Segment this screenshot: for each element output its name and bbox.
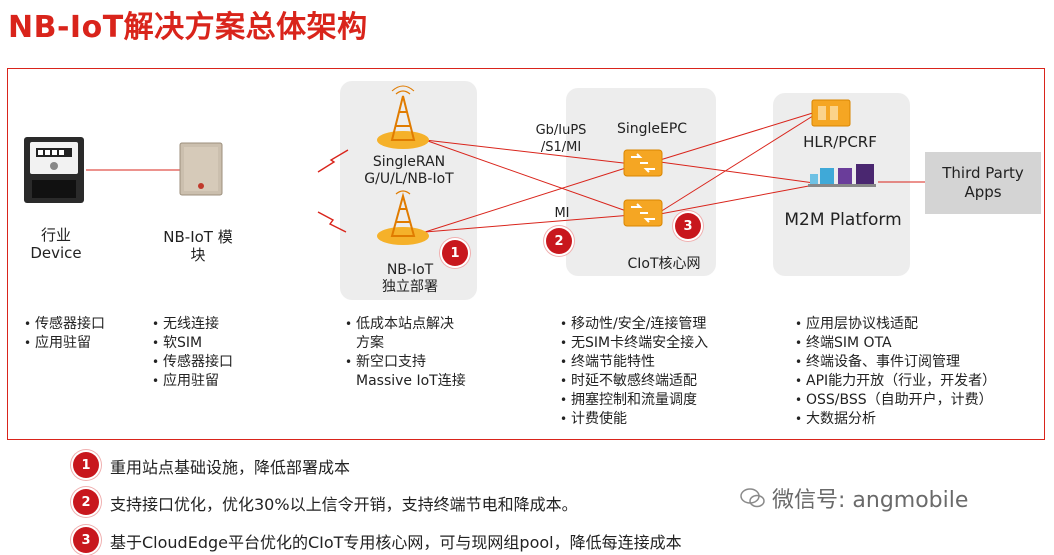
wechat-icon <box>740 488 765 508</box>
module-chip-icon <box>179 142 223 196</box>
singleran-label: SingleRAN G/U/L/NB-IoT <box>345 154 473 188</box>
list-item: Massive IoT连接 <box>356 373 466 389</box>
singleran-label-line2: G/U/L/NB-IoT <box>364 171 454 187</box>
list-item: 终端节能特性 <box>560 353 708 372</box>
singleepc-node-icon <box>623 149 663 177</box>
list-item: 无线连接 <box>152 315 233 334</box>
nbiot-standalone-label: NB-IoT 独立部署 <box>355 262 465 296</box>
nbiot-tower-icon <box>377 190 429 245</box>
device-label-en: Device <box>30 244 82 262</box>
note-badge-3: 3 <box>73 527 99 553</box>
list-item: 传感器接口 <box>152 353 233 372</box>
list-item: 无SIM卡终端安全接入 <box>560 334 708 353</box>
list-item: 应用驻留 <box>24 334 105 353</box>
nbiot-label-line2: 独立部署 <box>382 279 438 295</box>
architecture-frame <box>7 68 1045 440</box>
device-label-cn: 行业 <box>40 226 71 244</box>
interface-gb-line2: /S1/MI <box>540 140 582 155</box>
list-item: 应用层协议栈适配 <box>795 315 996 334</box>
epc-bullets: 移动性/安全/连接管理 无SIM卡终端安全接入 终端节能特性 时延不敏感终端适配… <box>560 315 708 429</box>
list-item: 终端设备、事件订阅管理 <box>795 353 996 372</box>
singleepc-label: SingleEPC <box>616 121 688 137</box>
m2m-servers-icon <box>808 164 876 187</box>
list-item: 传感器接口 <box>24 315 105 334</box>
device-label: 行业 Device <box>20 226 92 262</box>
badge-2: 2 <box>546 228 572 254</box>
third-party-line1: Third Party <box>942 164 1024 182</box>
third-party-apps-box: Third Party Apps <box>925 152 1041 214</box>
note-badge-2: 2 <box>73 489 99 515</box>
module-bullets: 无线连接 软SIM 传感器接口 应用驻留 <box>152 315 233 391</box>
interface-gb-line1: Gb/IuPS <box>535 123 587 138</box>
list-item: 移动性/安全/连接管理 <box>560 315 708 334</box>
note-2: 支持接口优化，优化30%以上信令开销，支持终端节电和降成本。 <box>110 495 578 514</box>
list-item: 拥塞控制和流量调度 <box>560 391 708 410</box>
badge-3: 3 <box>675 213 701 239</box>
note-badge-1: 1 <box>73 452 99 478</box>
watermark-text: 微信号: angmobile <box>772 488 969 513</box>
list-item: 应用驻留 <box>152 372 233 391</box>
list-item: 大数据分析 <box>795 410 996 429</box>
platform-bullets: 应用层协议栈适配 终端SIM OTA 终端设备、事件订阅管理 API能力开放（行… <box>795 315 996 429</box>
list-item: 新空口支持 <box>345 353 466 372</box>
list-item: 计费使能 <box>560 410 708 429</box>
ran-bullets: 低成本站点解决 方案 新空口支持 Massive IoT连接 <box>345 315 466 391</box>
third-party-line2: Apps <box>964 183 1002 201</box>
meter-device-icon <box>24 137 84 203</box>
module-label-line1: NB-IoT 模 <box>163 228 233 246</box>
watermark: 微信号: angmobile <box>740 482 968 514</box>
hlr-pcrf-label: HLR/PCRF <box>803 133 877 151</box>
list-item: 方案 <box>356 335 384 351</box>
m2m-platform-label: M2M Platform <box>784 210 902 230</box>
ciot-label: CIoT核心网 <box>627 256 701 272</box>
module-label-line2: 块 <box>190 246 206 264</box>
ciot-node-icon <box>623 199 663 227</box>
nbiot-label-line1: NB-IoT <box>386 262 434 278</box>
badge-1: 1 <box>442 240 468 266</box>
list-item: 时延不敏感终端适配 <box>560 372 708 391</box>
page-title: NB-IoT解决方案总体架构 <box>8 10 368 45</box>
list-item: 终端SIM OTA <box>795 334 996 353</box>
list-item: OSS/BSS（自助开户，计费） <box>795 391 996 410</box>
list-item: 低成本站点解决 <box>345 315 466 334</box>
epc-panel <box>566 88 716 276</box>
singleran-tower-icon <box>377 85 429 149</box>
list-item: 软SIM <box>152 334 233 353</box>
note-3: 基于CloudEdge平台优化的CIoT专用核心网，可与现网组pool，降低每连… <box>110 533 682 552</box>
module-label: NB-IoT 模 块 <box>152 228 244 264</box>
device-bullets: 传感器接口 应用驻留 <box>24 315 105 353</box>
wireless-link-icon <box>317 149 349 233</box>
list-item: API能力开放（行业，开发者） <box>795 372 996 391</box>
note-1: 重用站点基础设施，降低部署成本 <box>110 458 351 477</box>
singleran-label-line1: SingleRAN <box>372 154 446 170</box>
interface-gb-label: Gb/IuPS /S1/MI <box>526 122 596 156</box>
interface-mi-label: MI <box>554 206 570 221</box>
hlr-pcrf-icon <box>811 99 851 127</box>
